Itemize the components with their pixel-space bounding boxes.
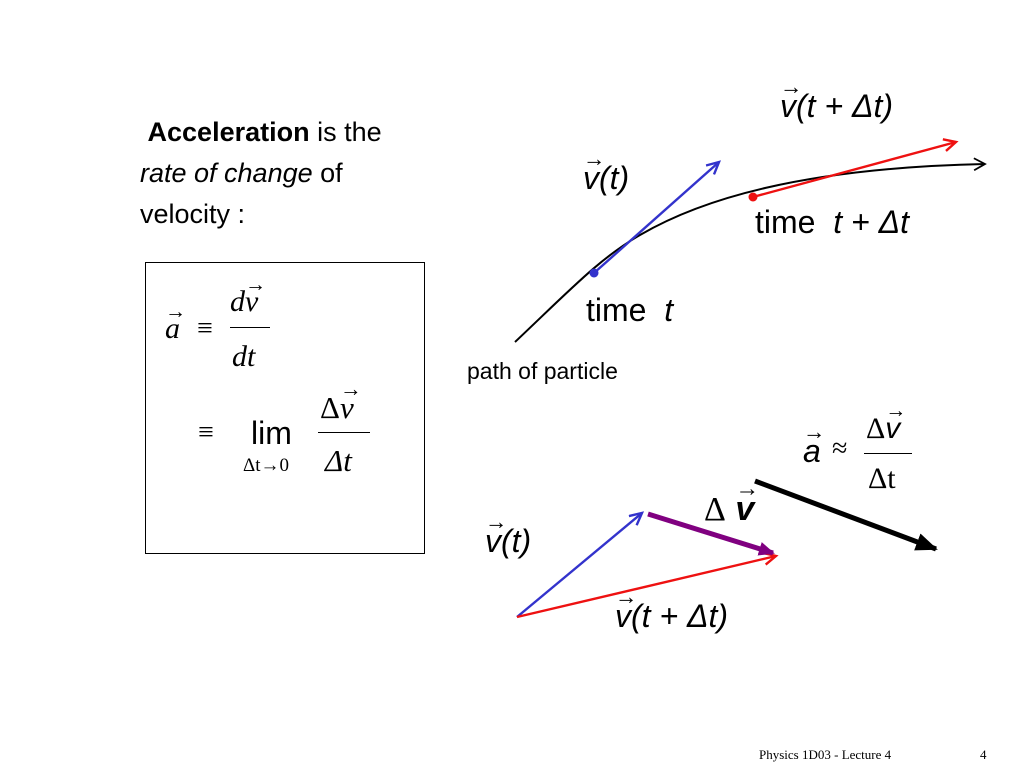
intro-text-1: is the [309, 117, 382, 147]
approx-fraction-bar [864, 453, 912, 454]
velocity-tdt-arrow [752, 142, 956, 199]
intro-text-3: velocity : [140, 199, 246, 229]
def-numerator: dv [230, 272, 259, 319]
def-fraction-bar [230, 327, 270, 328]
def-a-vector: a [165, 299, 180, 346]
footer-page-number: 4 [980, 747, 987, 762]
point-time-t [589, 268, 599, 278]
footer-title: Physics 1D03 - Lecture 4 [759, 747, 892, 762]
lim-numerator: Δv [320, 377, 354, 426]
rate-of-change-phrase: rate of change [140, 158, 313, 188]
lim-word: lim [251, 415, 292, 451]
lower-v-tdt-label: v(t + Δt) [615, 584, 728, 635]
lim-fraction-bar [318, 432, 370, 433]
velocity-t-arrow [593, 162, 719, 274]
point-time-tdt [748, 192, 758, 202]
intro-text-2: of [312, 158, 343, 188]
upper-v-t-label: v(t) [583, 146, 629, 197]
particle-path [514, 157, 987, 343]
approx-symbol: ≈ [832, 433, 848, 464]
def-denominator: dt [232, 340, 256, 373]
lower-velocity-t-arrow [516, 513, 642, 618]
upper-v-tdt-label: v(t + Δt) [780, 74, 893, 125]
lower-v-t-label: v(t) [485, 509, 531, 560]
acceleration-arrow [754, 478, 938, 552]
delta-v-label: Δ v [704, 475, 754, 529]
lower-velocity-tdt-arrow [516, 556, 776, 619]
time-t-label: time t [586, 292, 674, 328]
approx-numerator: Δv [866, 399, 900, 446]
approx-a-vector: a [803, 419, 821, 470]
lim-equiv-symbol: ≡ [198, 417, 214, 448]
acceleration-term: Acceleration [147, 117, 310, 147]
def-equiv-symbol: ≡ [197, 313, 213, 344]
definition-box [145, 262, 425, 554]
intro-text: Acceleration is the rate of change of ve… [140, 112, 460, 235]
delta-v-arrow [647, 511, 775, 556]
path-of-particle-label: path of particle [467, 358, 618, 384]
approx-denominator: Δt [868, 462, 896, 495]
lim-denominator: Δt [325, 443, 352, 478]
time-tdt-label: time t + Δt [755, 204, 909, 240]
lim-subscript: Δt→0 [243, 455, 289, 476]
